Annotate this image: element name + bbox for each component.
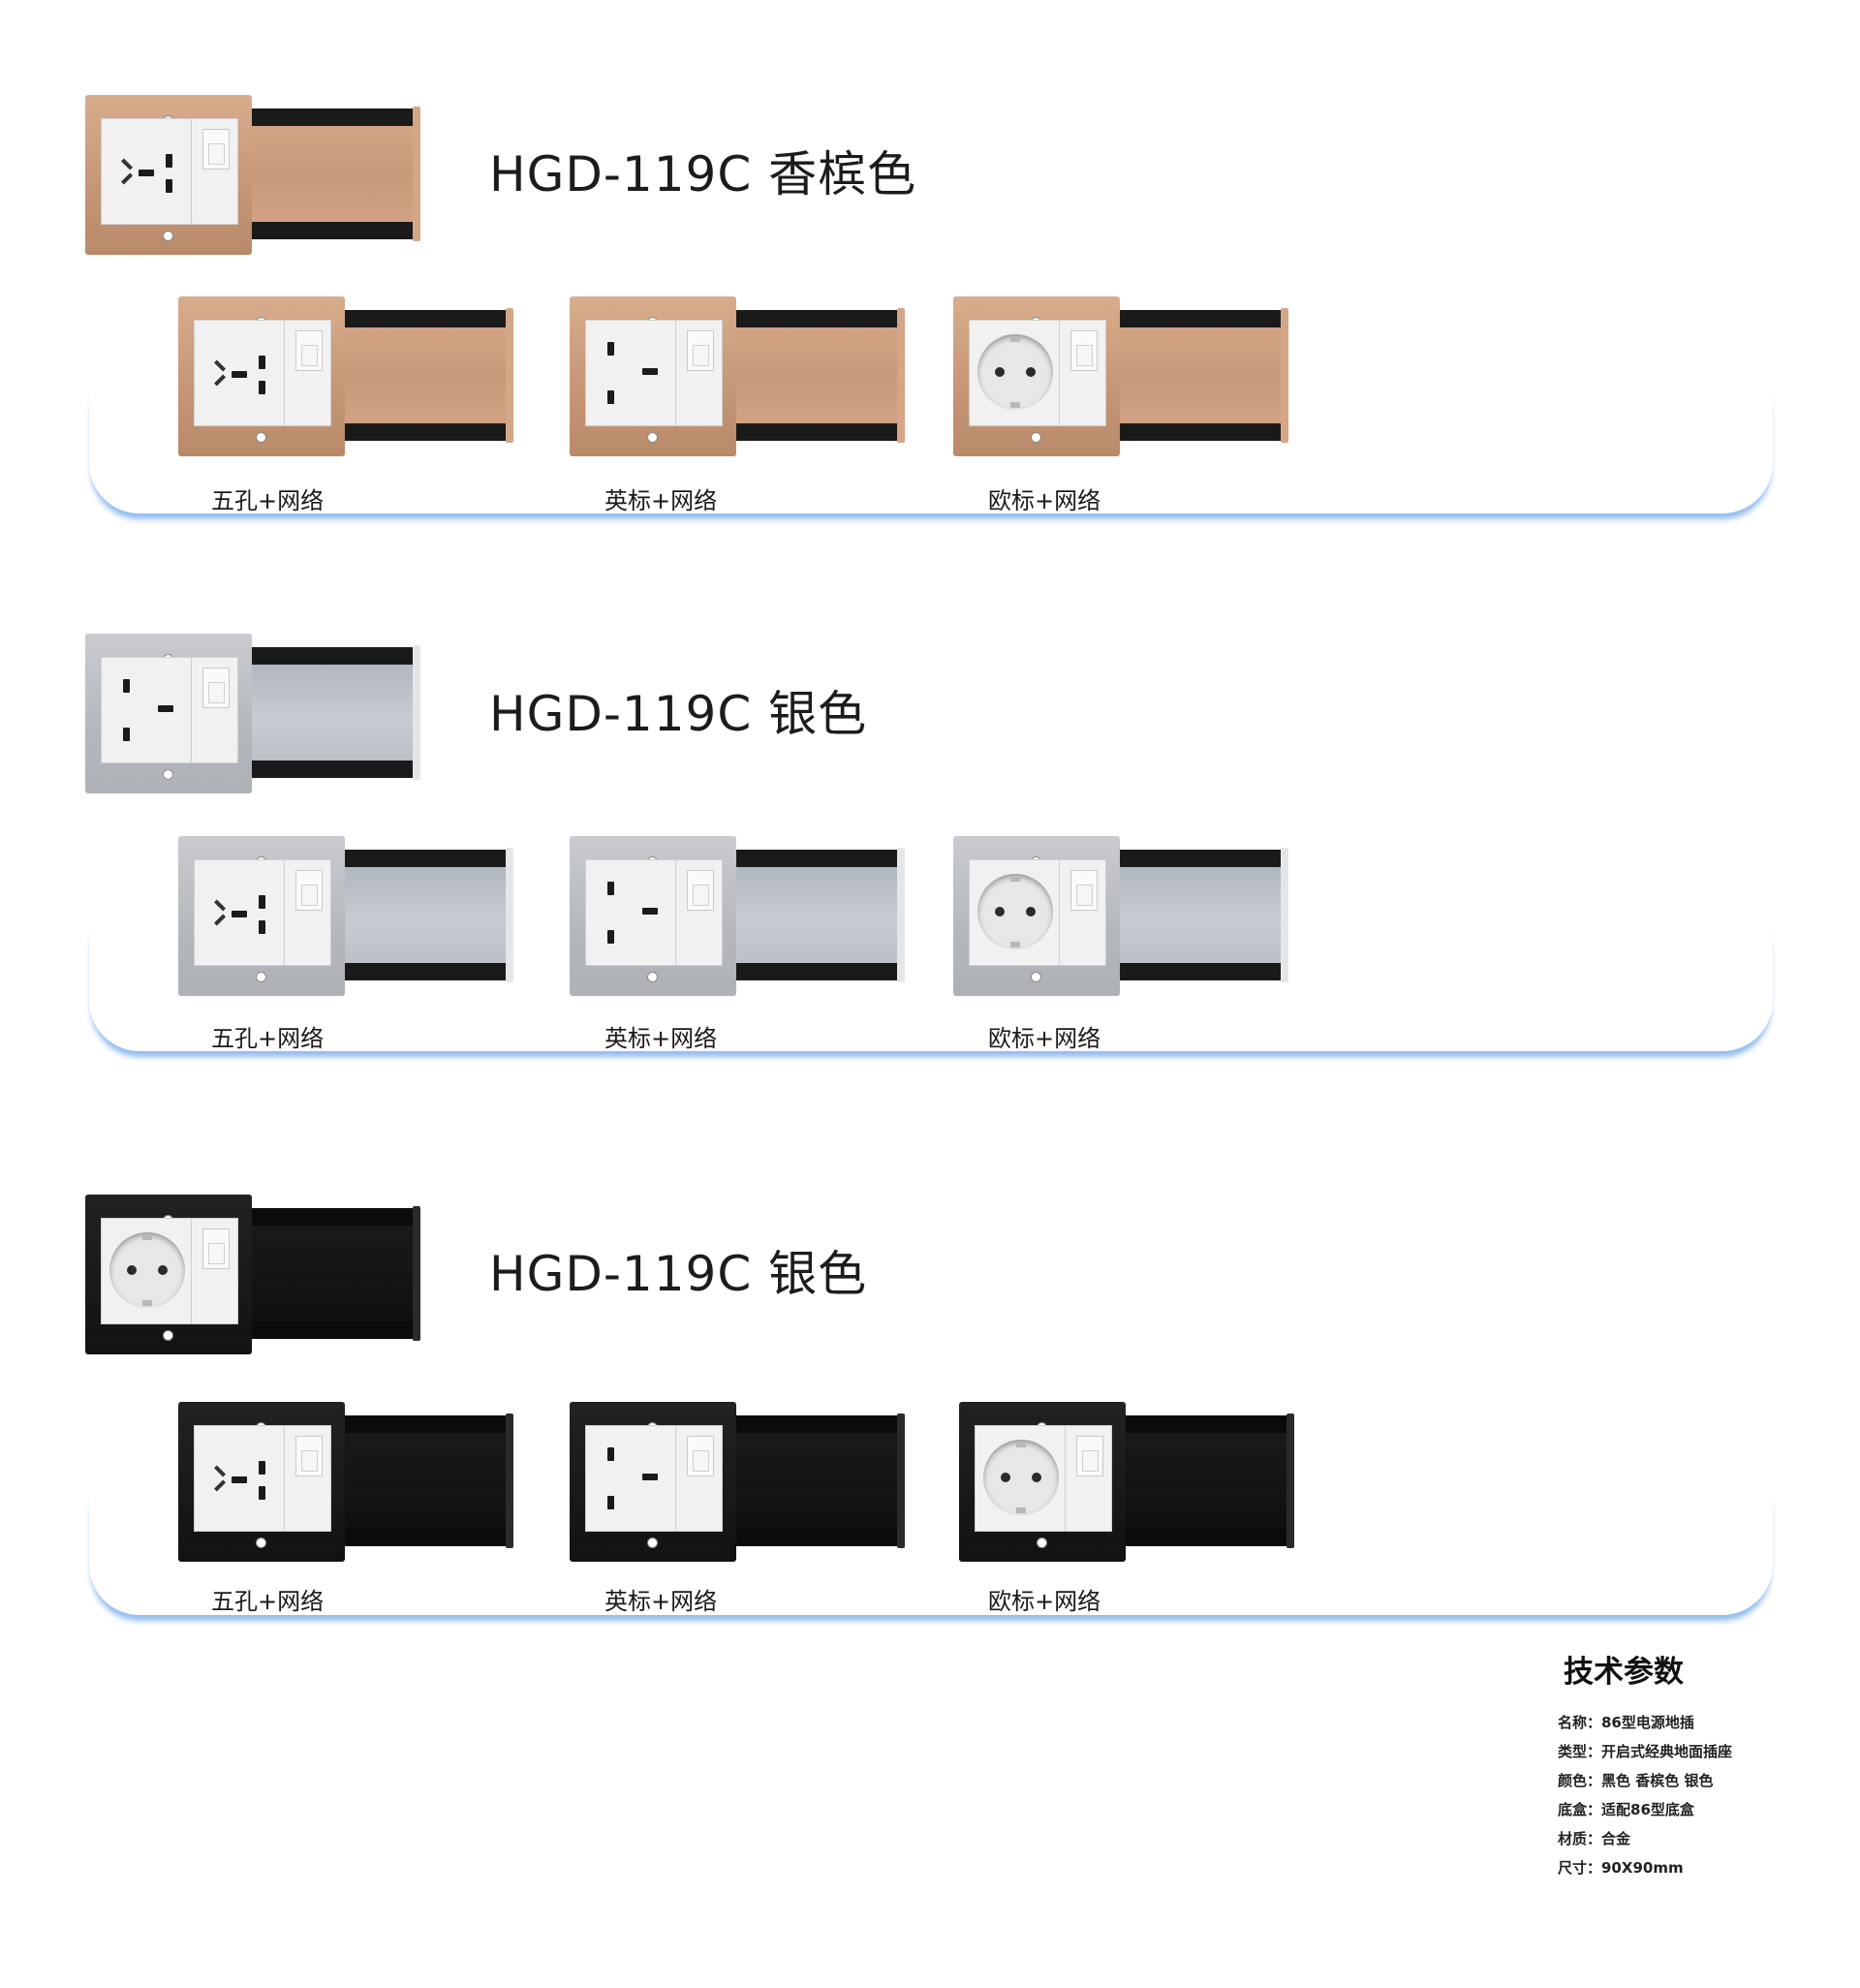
variant-label: 英标+网络 (604, 1588, 718, 1615)
rj45-port-icon (295, 330, 323, 371)
spec-title: 技术参数 (1564, 1655, 1684, 1690)
screw-icon (647, 432, 658, 443)
rj45-port-icon (1076, 1436, 1103, 1476)
section-title: HGD-119C 银色 (489, 686, 868, 742)
screw-icon (256, 432, 266, 443)
rj45-port-icon (295, 870, 323, 911)
eu-schuko-outlet-icon (109, 1232, 185, 1308)
variant-label: 五孔+网络 (211, 1588, 325, 1615)
rj45-port-icon (202, 668, 230, 708)
eu-schuko-outlet-icon (977, 334, 1053, 410)
rj45-port-icon (687, 330, 714, 371)
eu-schuko-outlet-icon (977, 874, 1053, 949)
screw-icon (163, 769, 173, 780)
screw-icon (163, 231, 173, 241)
screw-icon (1031, 432, 1041, 443)
rj45-port-icon (1070, 330, 1098, 371)
variant-label: 英标+网络 (604, 1025, 718, 1052)
variant-label: 五孔+网络 (211, 1025, 325, 1052)
screw-icon (256, 1538, 266, 1548)
section-title: HGD-119C 香槟色 (489, 146, 917, 202)
spec-row-size: 尺寸：90X90mm (1558, 1859, 1684, 1877)
rj45-port-icon (202, 129, 230, 170)
variant-label: 英标+网络 (604, 487, 718, 514)
variant-label: 欧标+网络 (988, 487, 1101, 514)
spec-row-name: 名称：86型电源地插 (1558, 1714, 1694, 1731)
spec-row-color: 颜色：黑色 香槟色 银色 (1558, 1772, 1714, 1789)
variant-label: 欧标+网络 (988, 1588, 1101, 1615)
spec-panel: 技术参数 名称：86型电源地插 类型：开启式经典地面插座 颜色：黑色 香槟色 银… (1558, 1647, 1732, 1882)
rj45-port-icon (687, 1436, 714, 1476)
section-title: HGD-119C 银色 (489, 1246, 868, 1302)
rj45-port-icon (295, 1436, 323, 1476)
screw-icon (1031, 972, 1041, 982)
eu-schuko-outlet-icon (983, 1440, 1059, 1515)
screw-icon (163, 1330, 173, 1341)
rj45-port-icon (1070, 870, 1098, 911)
screw-icon (647, 1538, 658, 1548)
rj45-port-icon (202, 1228, 230, 1269)
rj45-port-icon (687, 870, 714, 911)
screw-icon (647, 972, 658, 982)
variant-label: 欧标+网络 (988, 1025, 1101, 1052)
screw-icon (1037, 1538, 1047, 1548)
spec-row-material: 材质：合金 (1558, 1830, 1631, 1848)
spec-row-box: 底盒：适配86型底盒 (1558, 1801, 1694, 1818)
variant-label: 五孔+网络 (211, 487, 325, 514)
screw-icon (256, 972, 266, 982)
spec-row-type: 类型：开启式经典地面插座 (1558, 1743, 1733, 1760)
